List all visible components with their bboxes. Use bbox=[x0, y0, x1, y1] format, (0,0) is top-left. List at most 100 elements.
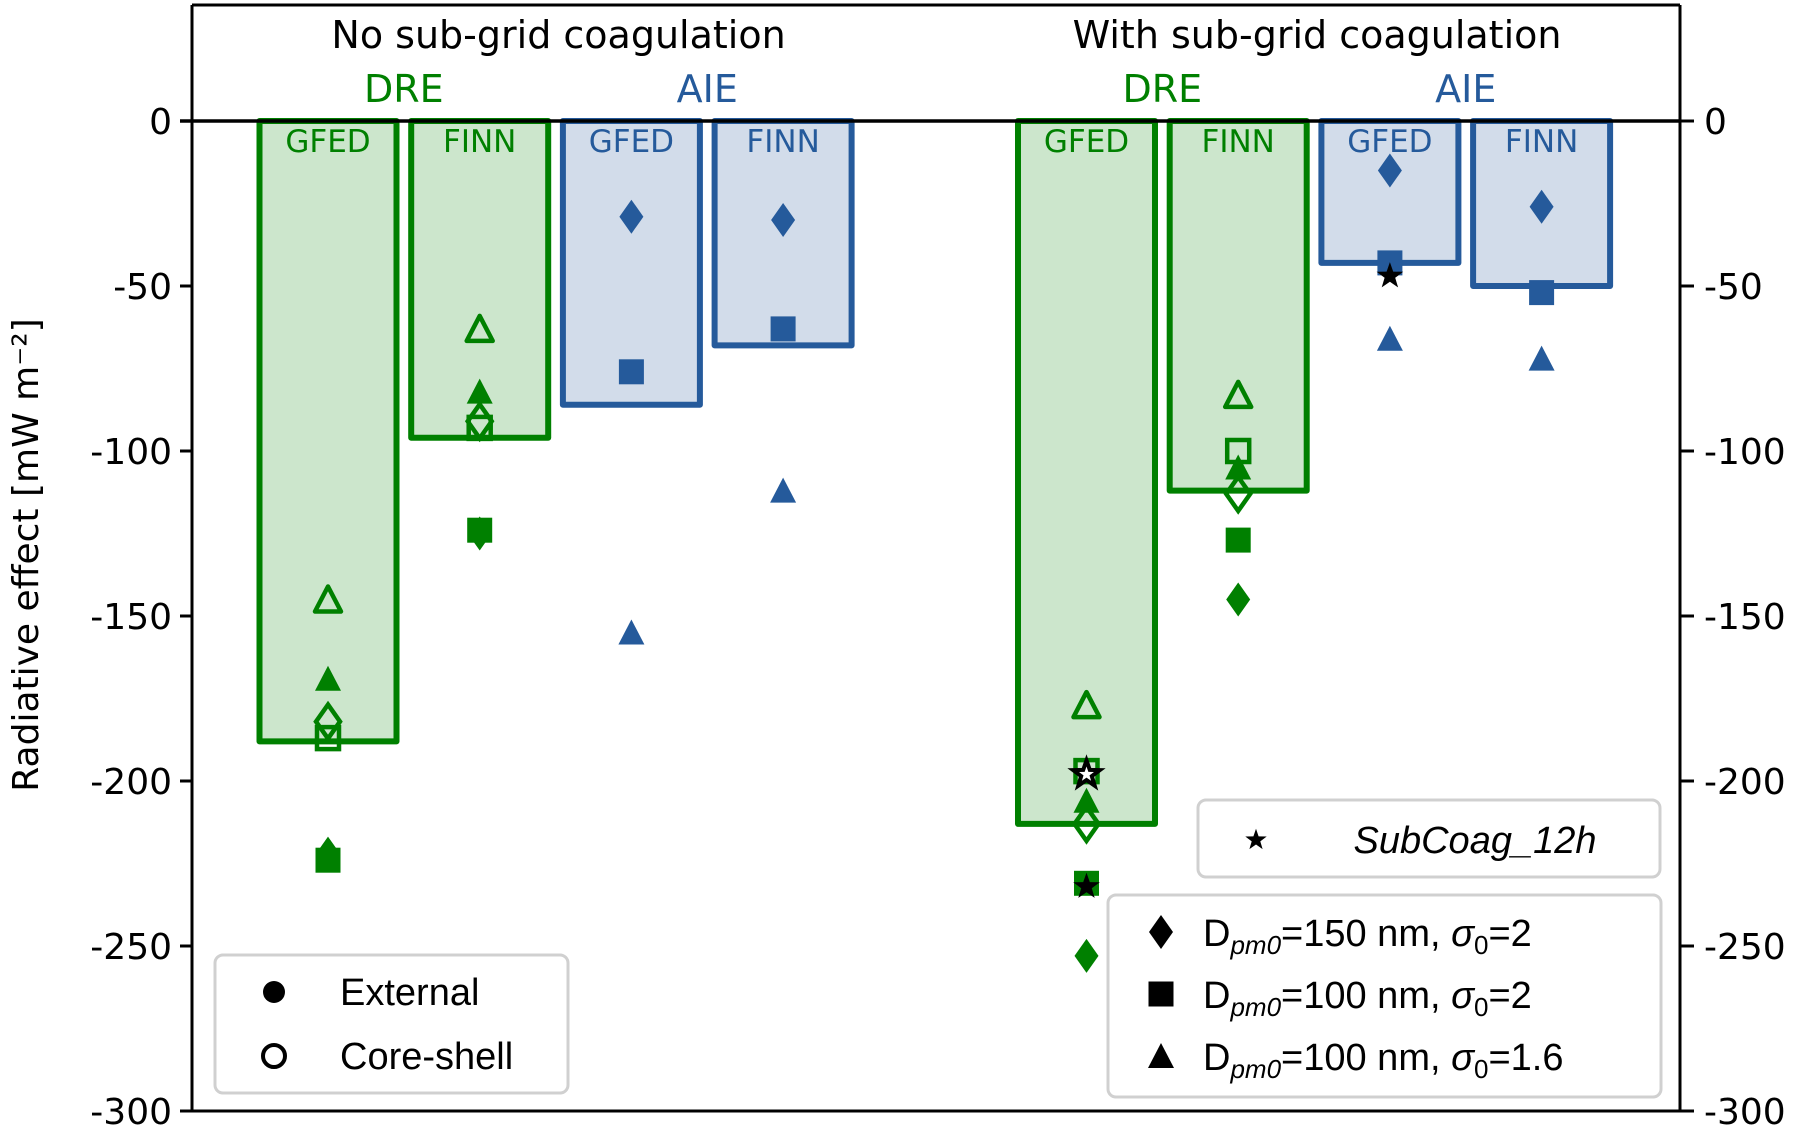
marker-diamond-open bbox=[313, 700, 343, 743]
legend-label-sub: pm0 bbox=[1229, 930, 1281, 960]
marker-diamond-filled bbox=[1226, 582, 1251, 617]
legend-label-sigma-sub: 0 bbox=[1474, 992, 1488, 1022]
legend-label-rest: =100 nm, bbox=[1281, 1037, 1451, 1079]
marker-square-filled bbox=[315, 847, 341, 873]
y-tick-label-left: -100 bbox=[90, 432, 172, 473]
metric-label-aie: AIE bbox=[1435, 67, 1496, 111]
y-axis-label: Radiative effect [mW m⁻²] bbox=[6, 318, 47, 791]
bar-dre-finn bbox=[1166, 118, 1310, 494]
metric-label-aie: AIE bbox=[677, 67, 738, 111]
y-tick-label-right: -200 bbox=[1704, 762, 1786, 803]
legend-label: SubCoag_12h bbox=[1354, 820, 1597, 862]
marker-diamond-open bbox=[1223, 472, 1253, 515]
y-tick-label-left: -250 bbox=[90, 927, 172, 968]
marker-diamond-filled bbox=[771, 203, 796, 237]
bar-aie-gfed bbox=[559, 118, 703, 408]
legend-label: External bbox=[340, 972, 479, 1014]
y-tick-label-right: -100 bbox=[1704, 432, 1786, 473]
legend-label-sigma-sub: 0 bbox=[1474, 930, 1488, 960]
y-tick-label-right: -50 bbox=[1704, 267, 1763, 308]
marker-diamond-filled bbox=[1074, 938, 1099, 973]
y-tick-label-left: -300 bbox=[90, 1092, 172, 1133]
marker-diamond-filled bbox=[619, 199, 644, 234]
marker-square-filled bbox=[467, 517, 493, 543]
marker-diamond-filled bbox=[1377, 153, 1402, 188]
legend-triangle-icon bbox=[1148, 1043, 1174, 1068]
bar-label: GFED bbox=[1044, 124, 1129, 160]
marker-diamond-open bbox=[1071, 802, 1102, 845]
metric-label-dre: DRE bbox=[1123, 67, 1203, 111]
bar-label: FINN bbox=[443, 124, 516, 160]
y-tick-label-left: -200 bbox=[90, 762, 172, 803]
bar-label: GFED bbox=[1347, 124, 1432, 160]
legend-label-d: D bbox=[1203, 913, 1230, 955]
legend-marker-circle-filled-icon bbox=[263, 981, 285, 1003]
legend-diamond-icon bbox=[1149, 915, 1173, 949]
bar-dre-gfed bbox=[1015, 118, 1158, 827]
legend-label-sub: pm0 bbox=[1229, 992, 1281, 1022]
legend-label-d: D bbox=[1203, 1037, 1230, 1079]
marker-triangle-open bbox=[312, 584, 344, 614]
y-tick-label-left: 0 bbox=[149, 102, 172, 143]
marker-triangle-filled bbox=[315, 665, 341, 691]
legend-label-rest: =150 nm, bbox=[1281, 913, 1451, 955]
bar-label: GFED bbox=[589, 124, 674, 160]
bar-label: FINN bbox=[1202, 124, 1275, 160]
marker-square-open bbox=[466, 414, 493, 442]
marker-triangle-filled bbox=[770, 477, 797, 503]
legend-label-sigma: σ bbox=[1451, 975, 1476, 1017]
y-tick-label-right: -150 bbox=[1704, 597, 1786, 638]
bars-layer bbox=[256, 118, 1614, 827]
text-layer: Radiative effect [mW m⁻²] No sub-grid co… bbox=[6, 13, 1786, 1133]
y-tick-label-left: -50 bbox=[113, 267, 172, 308]
group-title: No sub-grid coagulation bbox=[331, 13, 785, 57]
legend-star-icon bbox=[1245, 828, 1267, 850]
legend-size-box bbox=[1106, 893, 1663, 1099]
marker-star-filled bbox=[1073, 872, 1100, 898]
marker-square-filled bbox=[618, 359, 644, 385]
bar-label: FINN bbox=[746, 124, 819, 160]
marker-triangle-filled bbox=[1073, 787, 1100, 813]
marker-triangle-filled bbox=[1225, 454, 1252, 480]
legend-label-sigma-val: =2 bbox=[1488, 913, 1531, 955]
legend-label-sigma: σ bbox=[1451, 913, 1476, 955]
marker-square-filled bbox=[1529, 280, 1555, 306]
legend-mixing-box bbox=[213, 953, 570, 1095]
y-tick-label-left: -150 bbox=[90, 597, 172, 638]
legend-label-sigma-sub: 0 bbox=[1474, 1054, 1488, 1084]
legend-label-sigma: σ bbox=[1451, 1037, 1476, 1079]
legend-label-sigma-val: =2 bbox=[1488, 975, 1531, 1017]
marker-star-filled bbox=[1376, 262, 1404, 288]
y-tick-label-right: -250 bbox=[1704, 927, 1786, 968]
marker-diamond-filled bbox=[1529, 189, 1554, 224]
marker-triangle-open bbox=[1222, 379, 1254, 410]
legend-square-icon bbox=[1148, 981, 1174, 1007]
marker-square-filled bbox=[770, 316, 796, 342]
marker-triangle-filled bbox=[618, 619, 645, 645]
marker-square-open bbox=[314, 724, 342, 752]
legend-label-sigma-val: =1.6 bbox=[1488, 1037, 1563, 1079]
marker-triangle-open bbox=[464, 313, 495, 344]
group-title: With sub-grid coagulation bbox=[1073, 13, 1562, 57]
legend-label-d: D bbox=[1203, 975, 1230, 1017]
metric-label-dre: DRE bbox=[364, 67, 444, 111]
y-tick-label-right: 0 bbox=[1704, 102, 1727, 143]
legend-subcoag-box bbox=[1196, 798, 1662, 879]
axes-layer bbox=[180, 3, 1694, 1113]
markers-layer bbox=[312, 153, 1555, 973]
marker-triangle-filled bbox=[1376, 325, 1403, 351]
marker-square-filled bbox=[1225, 527, 1251, 553]
legend-label: Dpm0=100 nm, σ0=2 bbox=[1203, 975, 1532, 1022]
marker-triangle-filled bbox=[1528, 345, 1555, 371]
marker-star-open bbox=[1067, 754, 1106, 791]
bar-label: FINN bbox=[1505, 124, 1578, 160]
bar-dre-gfed bbox=[256, 118, 400, 745]
legend-label: Dpm0=150 nm, σ0=2 bbox=[1203, 913, 1532, 960]
marker-triangle-open bbox=[1071, 689, 1102, 720]
marker-triangle-filled bbox=[466, 378, 493, 404]
legend-label: Dpm0=100 nm, σ0=1.6 bbox=[1203, 1037, 1564, 1084]
legend-label-rest: =100 nm, bbox=[1281, 975, 1451, 1017]
legend-marker-circle-open-icon bbox=[261, 1043, 287, 1069]
